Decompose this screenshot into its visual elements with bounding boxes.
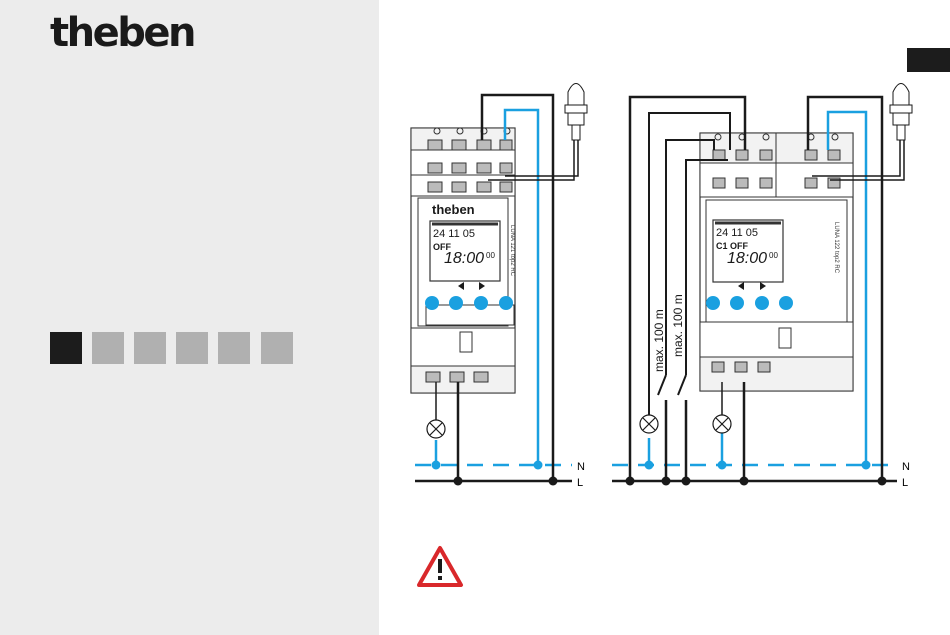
page-indicator-6[interactable] xyxy=(261,332,293,364)
brand-logo: theben xyxy=(50,10,194,56)
button-right-3[interactable] xyxy=(755,296,769,310)
cover-panel: theben xyxy=(0,0,379,635)
lcd-seconds-right: 00 xyxy=(769,251,778,260)
neutral-label-right: N xyxy=(902,461,910,473)
lamp-icon-left xyxy=(427,420,445,438)
cable-limit-label-1: max. 100 m xyxy=(652,309,666,372)
neutral-label-left: N xyxy=(577,461,585,473)
lcd-seconds-left: 00 xyxy=(486,251,495,260)
lcd-time-right: 18:00 xyxy=(727,250,767,267)
button-right-2[interactable] xyxy=(730,296,744,310)
timer-device-right xyxy=(700,133,853,391)
button-right-1[interactable] xyxy=(706,296,720,310)
warning-triangle-icon xyxy=(419,548,461,585)
page-indicator-1[interactable] xyxy=(50,332,82,364)
button-left-1[interactable] xyxy=(425,296,439,310)
lamp-icon-right-1 xyxy=(640,415,658,433)
lcd-date-right: 24 11 05 xyxy=(716,227,758,239)
button-left-2[interactable] xyxy=(449,296,463,310)
model-label-left: LUNA 121 top2 RC xyxy=(509,225,515,277)
line-label-left: L xyxy=(577,477,583,489)
light-sensor-icon xyxy=(890,84,912,141)
button-left-4[interactable] xyxy=(499,296,513,310)
page-indicator-5[interactable] xyxy=(218,332,250,364)
wiring-diagram: N L N L theben 24 11 05 OFF 18:00 00 LUN… xyxy=(379,0,950,635)
page-indicator-3[interactable] xyxy=(134,332,166,364)
lamp-icon-right-2 xyxy=(713,415,731,433)
lcd-date-left: 24 11 05 xyxy=(433,228,475,240)
page-indicator-2[interactable] xyxy=(92,332,124,364)
model-label-right: LUNA 122 top2 RC xyxy=(833,222,839,274)
switch-2 xyxy=(678,375,686,395)
device-brand-left: theben xyxy=(432,202,475,217)
cable-limit-label-2: max. 100 m xyxy=(671,294,685,357)
switch-1 xyxy=(658,375,666,395)
button-left-3[interactable] xyxy=(474,296,488,310)
page-indicator-4[interactable] xyxy=(176,332,208,364)
lcd-time-left: 18:00 xyxy=(444,250,484,267)
button-right-4[interactable] xyxy=(779,296,793,310)
line-label-right: L xyxy=(902,477,908,489)
light-sensor-icon xyxy=(565,84,587,141)
